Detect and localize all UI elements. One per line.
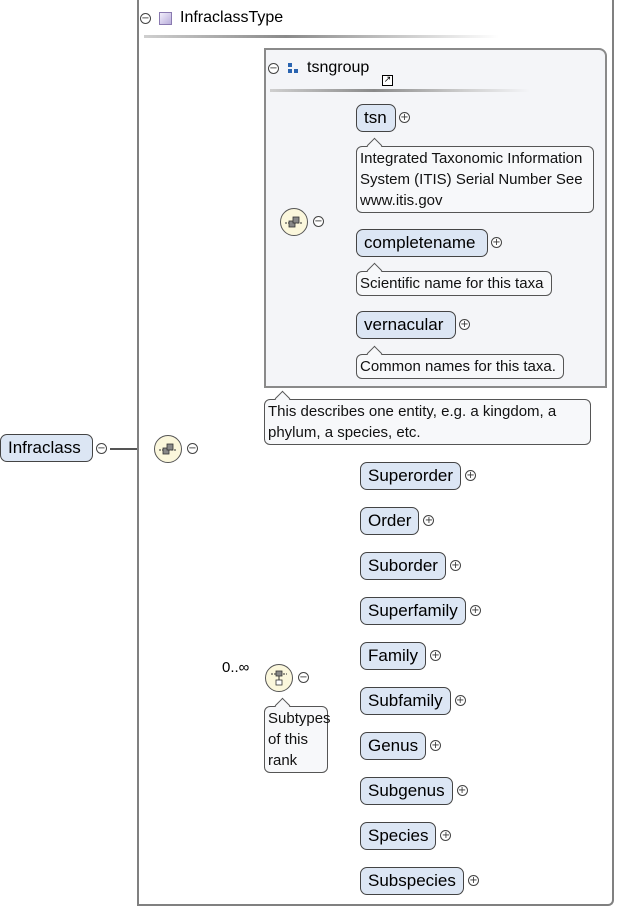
- group-header: − tsngroup: [268, 58, 369, 78]
- annotation-tsn: Integrated Taxonomic Information System …: [356, 146, 594, 213]
- header-divider: [144, 35, 499, 38]
- element-completename[interactable]: completename: [356, 229, 488, 257]
- complex-type-name: InfraclassType: [180, 9, 284, 26]
- expand-vernacular-icon[interactable]: +: [459, 319, 470, 330]
- element-subfamily[interactable]: Subfamily: [360, 687, 451, 715]
- group-sequence-compositor[interactable]: [280, 208, 308, 236]
- element-family[interactable]: Family: [360, 642, 427, 670]
- complex-type-icon: [159, 11, 172, 25]
- expand-subspecies-icon[interactable]: +: [467, 875, 479, 886]
- expand-suborder-icon[interactable]: +: [449, 560, 461, 571]
- expand-subfamily-icon[interactable]: +: [454, 695, 466, 706]
- expand-subgenus-icon[interactable]: +: [456, 785, 468, 796]
- element-genus[interactable]: Genus: [360, 732, 427, 760]
- group-header-divider: [270, 89, 530, 92]
- element-superfamily[interactable]: Superfamily: [360, 597, 466, 625]
- collapse-group-icon[interactable]: −: [268, 62, 279, 74]
- collapse-choice-icon[interactable]: −: [298, 672, 309, 683]
- group-name: tsngroup: [307, 59, 370, 76]
- element-subgenus[interactable]: Subgenus: [360, 777, 453, 805]
- expand-order-icon[interactable]: +: [423, 515, 435, 526]
- occurrence-label: 0..∞: [222, 659, 250, 676]
- sequence-compositor[interactable]: [154, 435, 182, 463]
- sequence-icon: [285, 216, 303, 228]
- element-subspecies[interactable]: Subspecies: [360, 867, 464, 895]
- collapse-root-icon[interactable]: −: [96, 443, 107, 454]
- element-vernacular[interactable]: vernacular: [356, 311, 456, 339]
- element-superorder[interactable]: Superorder: [360, 462, 462, 490]
- annotation-completename: Scientific name for this taxa: [356, 271, 552, 296]
- collapse-group-sequence-icon[interactable]: −: [313, 216, 324, 227]
- expand-genus-icon[interactable]: +: [430, 740, 442, 751]
- collapse-sequence-icon[interactable]: −: [187, 443, 198, 454]
- annotation-vernacular: Common names for this taxa.: [356, 354, 564, 379]
- expand-superorder-icon[interactable]: +: [465, 470, 477, 481]
- element-suborder[interactable]: Suborder: [360, 552, 446, 580]
- choice-icon: [271, 670, 287, 686]
- expand-family-icon[interactable]: +: [430, 650, 442, 661]
- expand-superfamily-icon[interactable]: +: [469, 605, 481, 616]
- element-infraclass[interactable]: Infraclass: [0, 434, 93, 462]
- complex-type-header: − InfraclassType: [140, 6, 283, 30]
- element-tsn[interactable]: tsn: [356, 104, 396, 132]
- sequence-icon: [159, 443, 177, 455]
- choice-compositor[interactable]: [265, 664, 293, 692]
- shortcut-link-icon[interactable]: ↗: [382, 75, 393, 86]
- expand-completename-icon[interactable]: +: [491, 237, 502, 248]
- expand-species-icon[interactable]: +: [440, 830, 452, 841]
- annotation-group: This describes one entity, e.g. a kingdo…: [264, 399, 591, 445]
- expand-tsn-icon[interactable]: +: [399, 112, 410, 123]
- element-order[interactable]: Order: [360, 507, 420, 535]
- collapse-type-icon[interactable]: −: [140, 12, 151, 24]
- element-species[interactable]: Species: [360, 822, 437, 850]
- group-icon: [287, 62, 299, 74]
- annotation-choice: Subtypes of this rank: [264, 706, 331, 773]
